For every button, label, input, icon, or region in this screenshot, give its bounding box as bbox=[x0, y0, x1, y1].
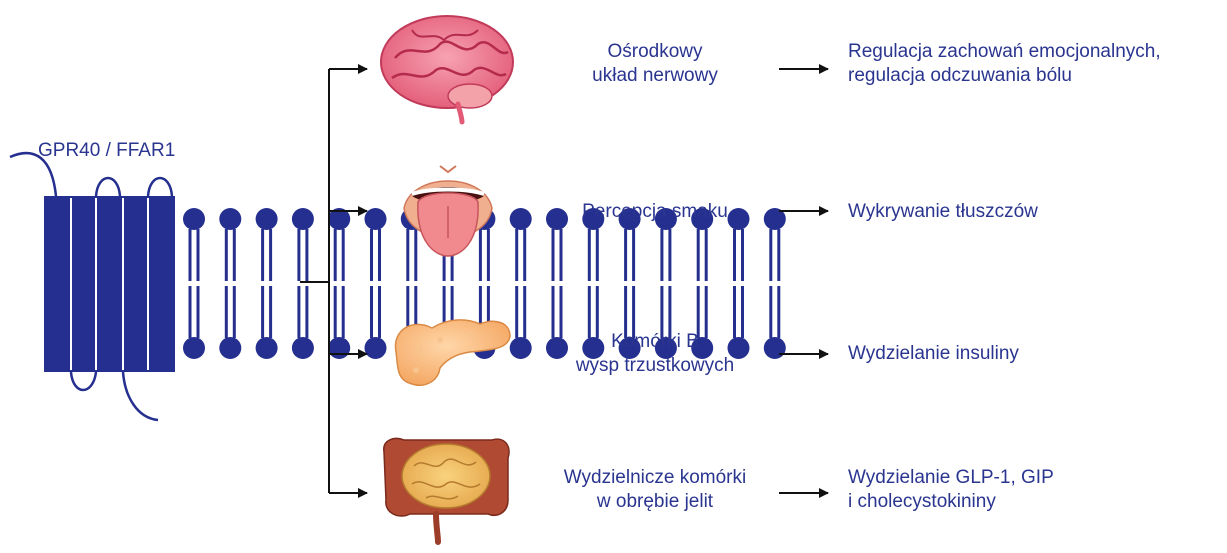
lipid-head bbox=[365, 208, 387, 230]
effect-label-gut: Wydzielanie GLP-1, GIP i cholecystokinin… bbox=[848, 466, 1054, 514]
receptor-helix bbox=[123, 196, 148, 372]
effect-label-taste: Wykrywanie tłuszczów bbox=[848, 200, 1038, 224]
signal-branches bbox=[300, 69, 367, 493]
phospholipid bbox=[510, 208, 532, 359]
target-label-line: Komórki B bbox=[535, 330, 775, 354]
effect-label-line: Regulacja zachowań emocjonalnych, bbox=[848, 40, 1161, 64]
effect-label-line: i cholecystokininy bbox=[848, 490, 1054, 514]
lipid-head bbox=[365, 337, 387, 359]
target-label-cns: Ośrodkowy układ nerwowy bbox=[555, 40, 755, 88]
lipid-head bbox=[510, 208, 532, 230]
brain-icon bbox=[381, 16, 513, 122]
receptor-gpr40 bbox=[10, 153, 175, 420]
receptor-c-terminus bbox=[123, 372, 158, 420]
target-label-line: Percepcja smaku bbox=[545, 200, 765, 224]
effect-label-line: Wydzielanie GLP-1, GIP bbox=[848, 466, 1054, 490]
receptor-extracellular-loop bbox=[148, 178, 172, 196]
target-label-pancreas: Komórki B wysp trzustkowych bbox=[535, 330, 775, 378]
phospholipid bbox=[256, 208, 278, 359]
receptor-helix bbox=[44, 196, 71, 372]
effect-label-cns: Regulacja zachowań emocjonalnych, regula… bbox=[848, 40, 1161, 88]
effect-label-pancreas: Wydzielanie insuliny bbox=[848, 342, 1019, 366]
lipid-head bbox=[510, 337, 532, 359]
lipid-head bbox=[219, 337, 241, 359]
phospholipid bbox=[219, 208, 241, 359]
lipid-head bbox=[183, 208, 205, 230]
lipid-head bbox=[219, 208, 241, 230]
target-label-gut: Wydzielnicze komórki w obrębie jelit bbox=[525, 466, 785, 514]
receptor-intracellular-loop bbox=[71, 372, 96, 390]
phospholipid bbox=[183, 208, 205, 359]
target-label-line: w obrębie jelit bbox=[525, 490, 785, 514]
phospholipid bbox=[328, 208, 350, 359]
effect-label-line: regulacja odczuwania bólu bbox=[848, 64, 1161, 88]
target-label-line: wysp trzustkowych bbox=[535, 354, 775, 378]
lipid-head bbox=[256, 208, 278, 230]
lipid-head bbox=[328, 337, 350, 359]
intestines-icon bbox=[384, 439, 509, 543]
effect-arrows bbox=[779, 69, 828, 493]
phospholipid bbox=[292, 208, 314, 359]
lipid-head bbox=[292, 208, 314, 230]
effect-label-line: Wykrywanie tłuszczów bbox=[848, 200, 1038, 224]
receptor-helix bbox=[71, 196, 96, 372]
lipid-head bbox=[292, 337, 314, 359]
target-label-line: Wydzielnicze komórki bbox=[525, 466, 785, 490]
target-label-line: układ nerwowy bbox=[555, 64, 755, 88]
target-label-taste: Percepcja smaku bbox=[545, 200, 765, 224]
receptor-extracellular-loop bbox=[96, 178, 120, 196]
receptor-helix bbox=[148, 196, 175, 372]
effect-label-line: Wydzielanie insuliny bbox=[848, 342, 1019, 366]
target-label-line: Ośrodkowy bbox=[555, 40, 755, 64]
lipid-head bbox=[256, 337, 278, 359]
receptor-label: GPR40 / FFAR1 bbox=[38, 139, 175, 163]
phospholipid bbox=[365, 208, 387, 359]
lipid-head bbox=[183, 337, 205, 359]
receptor-helix bbox=[96, 196, 123, 372]
